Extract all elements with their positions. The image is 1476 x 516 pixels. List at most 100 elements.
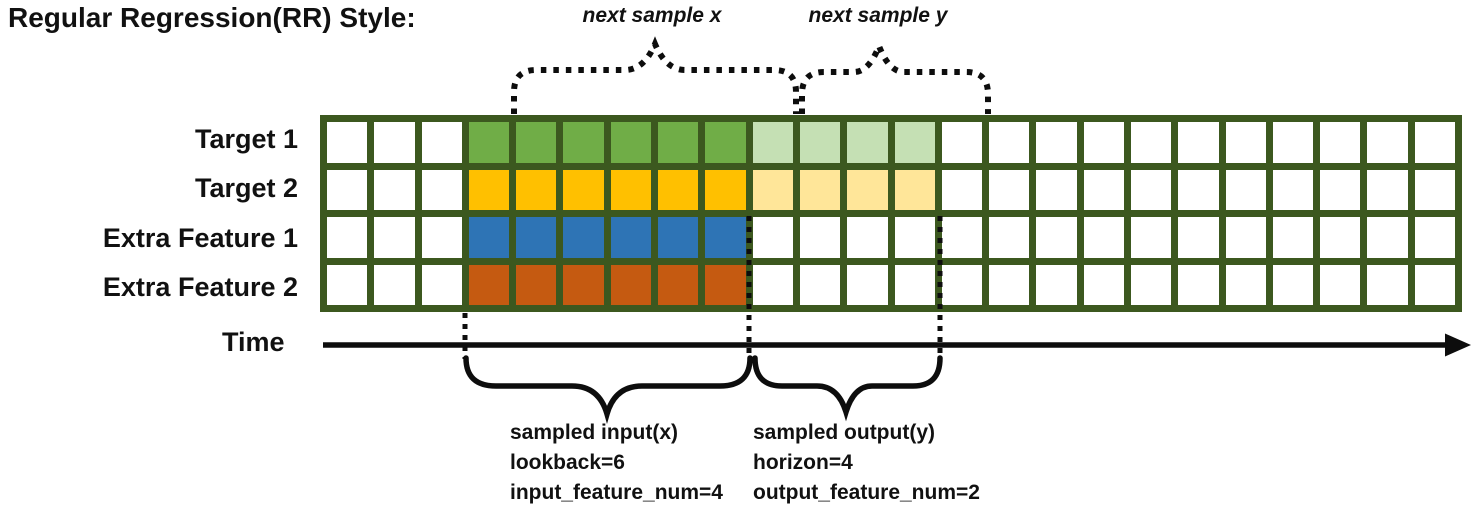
grid-cell xyxy=(799,122,841,163)
grid-cell xyxy=(1320,169,1361,210)
grid-cell xyxy=(1130,169,1172,210)
grid-cell xyxy=(1367,217,1408,258)
grid-cell xyxy=(563,169,604,210)
grid-cell xyxy=(563,122,604,163)
grid-cell xyxy=(1178,169,1219,210)
next-sample-y-brace xyxy=(799,37,991,114)
grid-cell xyxy=(1178,264,1219,305)
grid-cell xyxy=(941,217,983,258)
next-sample-y-label: next sample y xyxy=(808,4,948,27)
grid-cell xyxy=(374,264,415,305)
next-sample-x-brace xyxy=(511,36,799,114)
grid-cell xyxy=(894,122,935,163)
next-sample-x-label: next sample x xyxy=(582,4,722,27)
grid-cell xyxy=(941,264,983,305)
time-axis-arrowhead xyxy=(1445,333,1471,357)
grid-cell xyxy=(374,217,415,258)
grid-cell xyxy=(752,264,793,305)
grid-cell xyxy=(847,122,888,163)
grid-cell xyxy=(1272,169,1314,210)
grid-cell xyxy=(374,169,415,210)
grid-cell xyxy=(1130,264,1172,305)
grid-cell xyxy=(658,264,699,305)
grid-cell xyxy=(894,217,935,258)
row-label-target-1: Target 1 xyxy=(194,124,298,155)
grid-cell xyxy=(610,217,652,258)
grid-cell xyxy=(705,169,746,210)
grid-cell xyxy=(989,169,1030,210)
grid-cell xyxy=(1036,122,1077,163)
grid-cell xyxy=(941,122,983,163)
lookback-value: lookback=6 xyxy=(510,451,625,474)
grid-cell xyxy=(799,264,841,305)
diagram-title: Regular Regression(RR) Style: xyxy=(8,2,416,33)
grid-cell xyxy=(374,122,415,163)
grid-cell xyxy=(705,264,746,305)
output-feature-num-value: output_feature_num=2 xyxy=(753,481,980,504)
grid-cell xyxy=(327,264,368,305)
grid-cell xyxy=(421,264,462,305)
grid-cell xyxy=(327,217,368,258)
grid-cell xyxy=(799,169,841,210)
grid-cell xyxy=(847,169,888,210)
sampled-output-note: sampled output(y) horizon=4 output_featu… xyxy=(753,418,980,508)
grid-cell xyxy=(610,169,652,210)
grid-cell xyxy=(516,217,557,258)
grid-cell xyxy=(1036,264,1077,305)
grid-cell xyxy=(1320,264,1361,305)
grid-cell xyxy=(1083,264,1124,305)
row-label-extra-feature-2: Extra Feature 2 xyxy=(102,271,298,302)
grid-cell xyxy=(941,169,983,210)
grid-cell xyxy=(1130,217,1172,258)
grid-cell xyxy=(989,122,1030,163)
grid-cell xyxy=(1178,122,1219,163)
grid-cell xyxy=(1367,264,1408,305)
row-label-target-2: Target 2 xyxy=(194,173,298,204)
grid-cell xyxy=(705,122,746,163)
grid-cell xyxy=(1367,169,1408,210)
grid-cell xyxy=(327,169,368,210)
grid-cell xyxy=(468,264,510,305)
grid-cell xyxy=(658,169,699,210)
grid-cell xyxy=(421,169,462,210)
grid-cell xyxy=(327,122,368,163)
grid-cell xyxy=(989,264,1030,305)
grid-cell xyxy=(1225,217,1266,258)
grid-cell xyxy=(1272,122,1314,163)
grid-cell xyxy=(1225,264,1266,305)
grid-cell xyxy=(1036,169,1077,210)
grid-cell xyxy=(421,122,462,163)
grid-cell xyxy=(847,217,888,258)
grid-cell xyxy=(847,264,888,305)
grid-cell xyxy=(610,264,652,305)
grid-cell xyxy=(894,169,935,210)
grid-cell xyxy=(1083,122,1124,163)
grid-cell xyxy=(1272,217,1314,258)
grid-cell xyxy=(468,169,510,210)
grid-cell xyxy=(516,122,557,163)
grid-cell xyxy=(1320,122,1361,163)
grid-cell xyxy=(563,264,604,305)
grid-cell xyxy=(1414,217,1455,258)
sampled-output-brace xyxy=(752,355,943,422)
grid-cell xyxy=(1083,217,1124,258)
grid-cell xyxy=(468,122,510,163)
row-labels: Target 1 Target 2 Extra Feature 1 Extra … xyxy=(0,115,310,312)
grid-cell xyxy=(1414,169,1455,210)
grid-cell xyxy=(1367,122,1408,163)
grid-cell xyxy=(1225,169,1266,210)
grid-cell xyxy=(752,122,793,163)
grid-cell xyxy=(468,217,510,258)
sampled-input-note: sampled input(x) lookback=6 input_featur… xyxy=(510,418,723,508)
time-axis-label: Time xyxy=(222,327,285,357)
sampled-input-title: sampled input(x) xyxy=(510,421,679,444)
grid-cell xyxy=(894,264,935,305)
grid-cell xyxy=(1036,217,1077,258)
row-label-extra-feature-1: Extra Feature 1 xyxy=(102,222,298,253)
grid-cell xyxy=(799,217,841,258)
sampled-output-title: sampled output(y) xyxy=(753,421,935,444)
grid-cell xyxy=(658,217,699,258)
grid-cell xyxy=(658,122,699,163)
sample-grid xyxy=(320,115,1462,312)
grid-cell xyxy=(1130,122,1172,163)
